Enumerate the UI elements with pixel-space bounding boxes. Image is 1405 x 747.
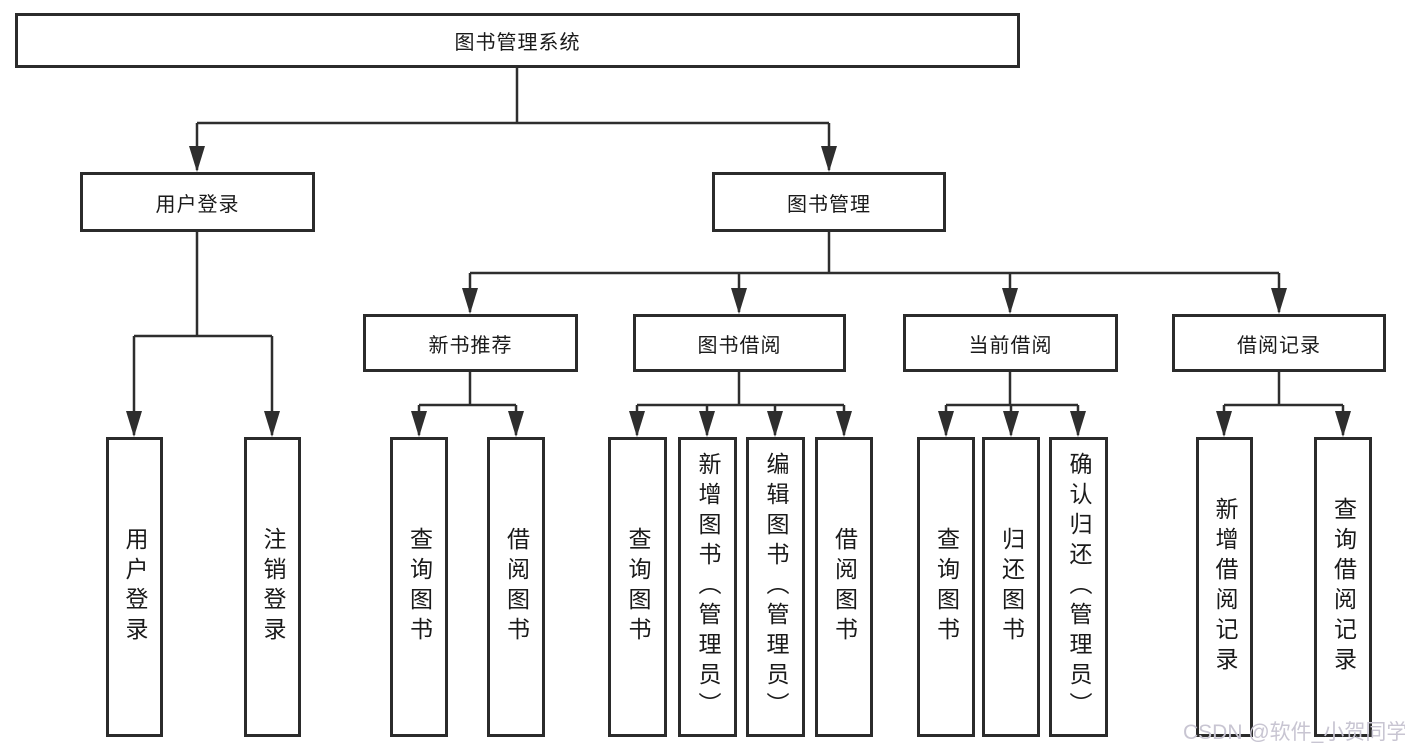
leaf-logout: 注销登录 [244,437,301,737]
node-root-label: 图书管理系统 [454,32,581,54]
node-new-book-recommend: 新书推荐 [363,314,578,372]
leaf-br-query-record: 查询借阅记录 [1314,437,1372,737]
node-borrow-records: 借阅记录 [1172,314,1386,372]
node-current-borrow-label: 当前借阅 [968,334,1053,357]
node-new-book-recommend-label: 新书推荐 [428,334,513,357]
connector-user-login-children [126,232,280,437]
node-borrow-records-label: 借阅记录 [1237,334,1321,357]
leaf-bb-add-books-admin: 新增图书（管理员） [678,437,737,737]
leaf-bb-query-books-label: 查询图书 [625,527,651,647]
connector-new-book-children [411,372,524,437]
leaf-bb-borrow-books-label: 借阅图书 [831,527,858,647]
leaf-cb-return-books-label: 归还图书 [998,527,1025,647]
leaf-bb-edit-books-admin: 编辑图书（管理员） [746,437,805,737]
leaf-bb-borrow-books: 借阅图书 [815,437,873,737]
leaf-cb-query-books: 查询图书 [917,437,975,737]
leaf-nbr-borrow-books-label: 借阅图书 [503,527,530,647]
leaf-br-add-record-label: 新增借阅记录 [1212,497,1238,677]
node-root: 图书管理系统 [15,13,1020,68]
node-book-management-label: 图书管理 [787,193,871,216]
node-user-login-label: 用户登录 [155,193,240,216]
leaf-nbr-query-books-label: 查询图书 [406,527,433,647]
leaf-br-query-record-label: 查询借阅记录 [1330,497,1357,677]
leaf-nbr-query-books: 查询图书 [390,437,448,737]
leaf-logout-label: 注销登录 [260,527,286,647]
node-user-login: 用户登录 [80,172,315,232]
connector-current-borrow-children [938,372,1086,437]
node-book-borrow-label: 图书借阅 [697,334,782,357]
leaf-cb-confirm-return-admin: 确认归还（管理员） [1049,437,1108,737]
leaf-user-login-label: 用户登录 [122,527,148,647]
connector-borrow-records-children [1216,372,1351,437]
leaf-nbr-borrow-books: 借阅图书 [487,437,545,737]
leaf-bb-edit-books-admin-label: 编辑图书（管理员） [763,452,789,722]
connector-root-to-level2 [189,68,837,172]
csdn-watermark: CSDN @软件_小贺同学 [1183,721,1405,744]
leaf-cb-confirm-return-admin-label: 确认归还（管理员） [1066,452,1092,722]
connector-book-borrow-children [629,372,852,437]
leaf-cb-return-books: 归还图书 [982,437,1040,737]
leaf-bb-query-books: 查询图书 [608,437,667,737]
leaf-bb-add-books-admin-label: 新增图书（管理员） [695,452,721,722]
node-book-borrow: 图书借阅 [633,314,846,372]
leaf-cb-query-books-label: 查询图书 [933,527,960,647]
connector-book-mgmt-children [462,232,1287,314]
node-book-management: 图书管理 [712,172,946,232]
node-current-borrow: 当前借阅 [903,314,1118,372]
leaf-user-login: 用户登录 [106,437,163,737]
leaf-br-add-record: 新增借阅记录 [1196,437,1253,737]
